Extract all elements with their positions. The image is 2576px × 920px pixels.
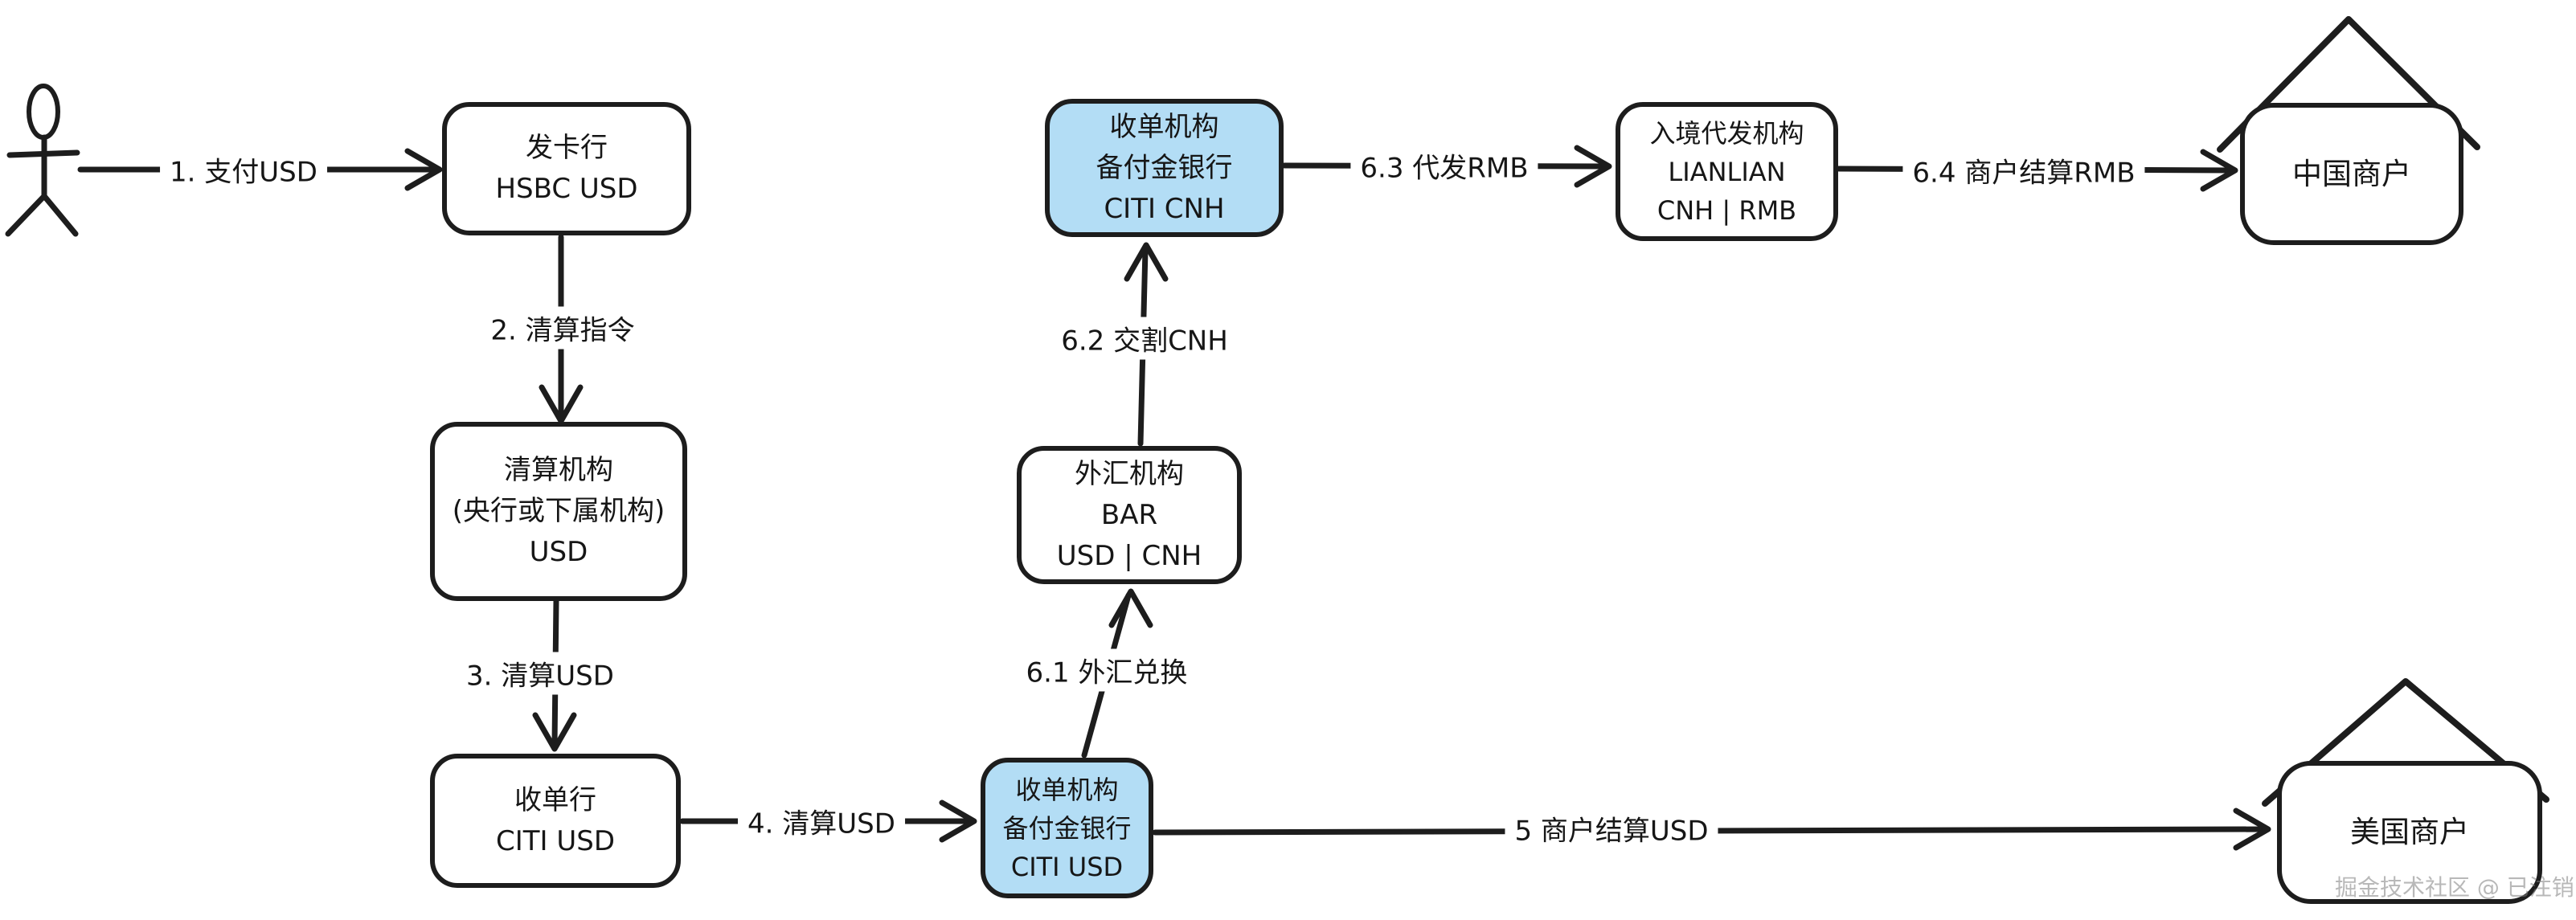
node-fx-agency: 外汇机构 BAR USD | CNH xyxy=(1017,446,1242,584)
node-line: 外汇机构 xyxy=(1075,457,1184,490)
arrowhead-right xyxy=(939,799,977,843)
arrowhead-down xyxy=(539,384,584,424)
arrowhead-down xyxy=(532,712,577,752)
node-line: (央行或下属机构) xyxy=(452,495,666,527)
edge-label-clear-usd: 3. 清算USD xyxy=(457,652,624,695)
cardholder-actor-icon xyxy=(5,84,80,237)
edge-label-clearing-instruction: 2. 清算指令 xyxy=(481,306,645,350)
node-line: 收单行 xyxy=(514,783,596,816)
node-clearing-house: 清算机构 (央行或下属机构) USD xyxy=(430,422,687,601)
edge-label-merchant-settle-usd: 5 商户结算USD xyxy=(1505,807,1718,850)
node-line: CNH | RMB xyxy=(1657,194,1797,226)
arrowhead-up xyxy=(1108,588,1153,628)
watermark-text: 掘金技术社区 @ 已注销 xyxy=(2335,874,2574,901)
node-line: USD xyxy=(529,536,588,568)
arrowhead-right xyxy=(1574,145,1612,188)
node-inbound-payout-agency: 入境代发机构 LIANLIAN CNH | RMB xyxy=(1616,102,1838,241)
node-acquiring-bank: 收单行 CITI USD xyxy=(430,754,681,888)
node-line: 收单机构 xyxy=(1015,774,1119,805)
node-line: 中国商户 xyxy=(2292,156,2411,191)
edge-label-fx-exchange: 6.1 外汇兑换 xyxy=(1016,648,1198,692)
arrowhead-right xyxy=(2233,808,2271,851)
node-line: HSBC USD xyxy=(495,173,638,205)
node-line: 收单机构 xyxy=(1109,110,1219,143)
node-issuing-bank: 发卡行 HSBC USD xyxy=(442,102,691,235)
node-line: BAR xyxy=(1100,498,1158,531)
node-line: USD | CNH xyxy=(1056,539,1202,572)
node-acquirer-reserve-cnh: 收单机构 备付金银行 CITI CNH xyxy=(1045,99,1284,237)
edge-label-pay-usd: 1. 支付USD xyxy=(160,148,327,191)
edge-label-clear-usd-2: 4. 清算USD xyxy=(738,799,905,843)
node-line: CITI USD xyxy=(1010,851,1124,882)
node-line: 美国商户 xyxy=(2350,815,2469,850)
node-line: LIANLIAN xyxy=(1668,156,1786,187)
node-line: 发卡行 xyxy=(526,132,608,164)
node-line: CITI CNH xyxy=(1104,192,1225,225)
node-line: 备付金银行 xyxy=(1002,812,1132,844)
node-line: 清算机构 xyxy=(504,454,613,486)
node-china-merchant: 中国商户 xyxy=(2240,103,2463,245)
node-line: CITI USD xyxy=(495,824,616,857)
edge-label-deliver-cnh: 6.2 交割CNH xyxy=(1051,317,1238,360)
edge-label-payout-rmb: 6.3 代发RMB xyxy=(1350,144,1538,187)
node-us-merchant: 美国商户 xyxy=(2277,761,2542,904)
edge-label-merchant-settle-rmb: 6.4 商户结算RMB xyxy=(1902,149,2145,192)
node-line: 备付金银行 xyxy=(1096,151,1233,184)
node-acquirer-reserve-usd: 收单机构 备付金银行 CITI USD xyxy=(981,758,1153,898)
arrowhead-right xyxy=(2200,149,2238,192)
node-line: 入境代发机构 xyxy=(1649,117,1804,149)
edge-arrowheads xyxy=(404,145,2271,851)
arrowhead-up xyxy=(1124,242,1169,282)
arrowhead-right xyxy=(404,148,443,191)
